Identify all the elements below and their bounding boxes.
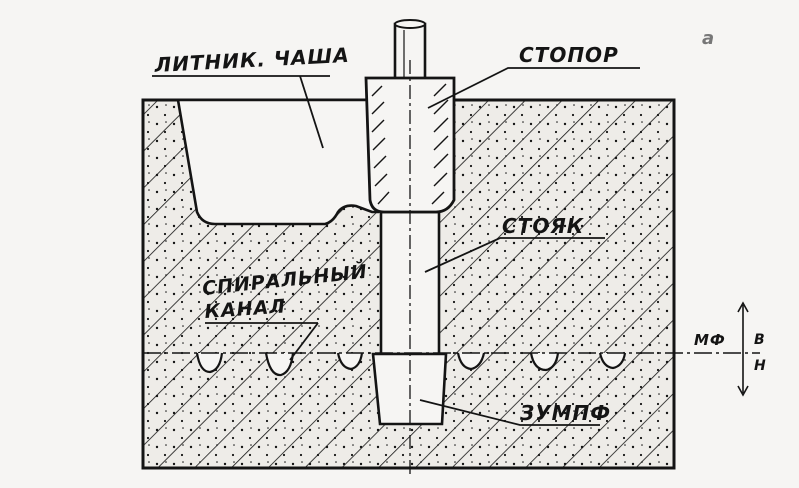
cup-leader (299, 75, 324, 149)
stopper-head-hatching (371, 83, 449, 205)
pouring-cup-label: ЛИТНИК. ЧАША (153, 43, 350, 77)
sump-label: ЗУМПФ (519, 401, 611, 425)
leader-lines (152, 67, 640, 426)
stopper-leader (427, 67, 640, 109)
sump-leader (419, 399, 600, 426)
stopper-label: СТОПОР (519, 43, 619, 67)
stopper-rod (393, 22, 427, 88)
bottom-half-label: Н (754, 358, 767, 374)
stopper-rod-top (394, 19, 426, 29)
pouring-cup-cavity (176, 98, 380, 226)
spiral-channel-cavity (456, 352, 486, 371)
spiral-channel-cavity (195, 352, 224, 374)
sprue-channel (379, 210, 441, 356)
spiral-channel-cavity (529, 352, 560, 372)
spiral-channel-cavity (264, 352, 295, 377)
corner-mark: а (702, 28, 715, 49)
spiral-leader (289, 322, 319, 361)
sprue-leader (424, 237, 605, 273)
top-half-label: В (754, 332, 766, 348)
spiral-channel-cavity (336, 352, 364, 371)
sprue-label: СТОЯК (502, 214, 585, 238)
parting-line-label: МФ (694, 331, 726, 349)
spiral-channel-cavities (195, 352, 627, 377)
spiral-channel-cavity (598, 352, 627, 370)
